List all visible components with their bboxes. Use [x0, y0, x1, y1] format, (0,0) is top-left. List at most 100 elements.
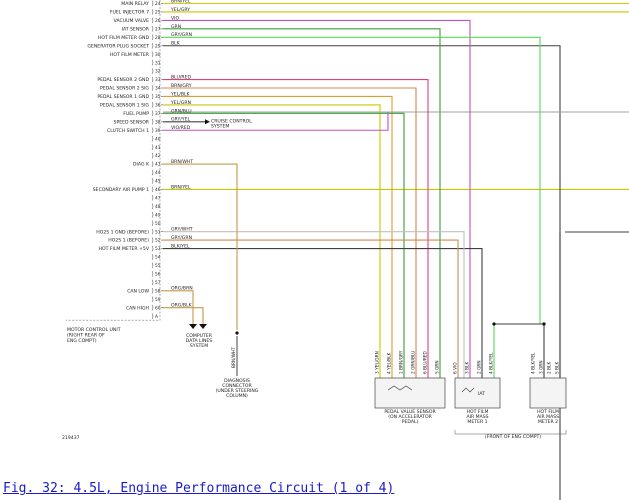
ecm-pin-label: PEDAL SENSOR 1 SIG — [100, 103, 149, 109]
diag-connector-label: COLUMN) — [226, 393, 248, 399]
wire-color-label: VIO — [171, 15, 179, 21]
ecm-pin-bracket — [151, 296, 154, 303]
data-lines-label: SYSTEM — [190, 343, 208, 349]
wire-color-label: GRN — [171, 24, 181, 30]
ecm-pin-label: PEDAL SENSOR 1 GND — [97, 94, 149, 100]
diag-connector-label: DIAGNOSIS — [224, 378, 250, 384]
ecm-pin-number: 25 — [155, 10, 161, 16]
ecm-pin-label: SECONDARY AIR PUMP 1 — [93, 187, 149, 193]
wire-color-label: GRY/YEL — [171, 117, 191, 123]
ecm-pin-number: 57 — [155, 280, 161, 286]
wire-color-label: VIO/RED — [171, 125, 191, 131]
ecm-pin-number: 28 — [155, 35, 161, 41]
ecm-pin-number: 59 — [155, 297, 161, 303]
ecm-pin-number: 39 — [155, 128, 161, 134]
ecm-pin-bracket — [151, 68, 154, 75]
wire-clutch-switch — [163, 112, 389, 131]
hfm2-wire-label: 2 BLK — [547, 362, 553, 374]
ecm-pin-label: HO2S 1 (BEFORE) — [108, 238, 149, 244]
wire-color-label: GRY/WHT — [171, 227, 193, 233]
pedal-wire-label: 3 YEL/GRN — [375, 351, 381, 374]
hot-film-meter-1-label: METER 1 — [467, 419, 487, 425]
splice-dot — [542, 322, 546, 326]
ecm-pin-bracket — [151, 76, 154, 83]
ecm-pin-bracket — [151, 169, 154, 176]
wire-color-label: YEL/GRN — [170, 100, 191, 106]
ecm-pin-number: 51 — [155, 229, 161, 235]
ecm-pin-bracket — [151, 237, 154, 244]
ecm-pin-bracket — [151, 178, 154, 184]
data-lines-label: COMPUTER — [186, 333, 213, 339]
pedal-wire-label: 1 BRN/GRY — [399, 350, 405, 374]
ecm-pin-number: 52 — [155, 238, 161, 244]
wire-color-label: BRN/GRY — [171, 83, 192, 89]
ecm-pin-bracket — [151, 194, 154, 201]
ecm-pin-number: 43 — [155, 162, 161, 168]
ecm-pin-bracket — [151, 144, 154, 151]
wire-layer — [163, 2, 629, 500]
ecm-pin-bracket — [151, 9, 154, 15]
ecm-title: (RIGHT REAR OF — [67, 333, 105, 339]
wire-color-label: BRN/YEL — [171, 0, 191, 4]
wire-color-label: GRN/BLU — [171, 108, 192, 114]
ecm-pin-bracket — [151, 127, 154, 134]
ecm-pin-bracket — [151, 270, 154, 277]
ecm-pin-bracket — [151, 34, 154, 41]
ecm-pin-label: VACUUM VALVE — [114, 18, 149, 24]
hot-film-meter-2-label: METER 2 — [538, 419, 558, 425]
wire-color-label: YEL/BLK — [170, 91, 191, 97]
ecm-pin-number: 35 — [155, 94, 161, 100]
ecm-pin-bracket — [151, 245, 154, 252]
pedal-resistor-icon — [387, 385, 413, 391]
ecm-pin-label: MAIN RELAY — [121, 1, 149, 7]
ecm-pin-number: 48 — [155, 204, 161, 210]
ecm-pin-bracket — [151, 42, 154, 49]
cruise-arrow — [205, 119, 210, 125]
ecm-pin-label: IAT SENSOR — [122, 26, 150, 32]
wire-color-label: YEL/GRY — [170, 7, 190, 13]
ecm-pin-bracket — [151, 211, 154, 218]
ecm-pin-number: 29 — [155, 43, 161, 49]
ecm-pin-number: 55 — [155, 263, 161, 269]
ecm-pin-label: SPEED SENSOR — [114, 119, 150, 125]
ecm-pin-bracket — [151, 0, 154, 7]
ecm-pin-number: 26 — [155, 18, 161, 24]
ecm-pin-bracket — [151, 228, 154, 235]
ecm-pin-number: 32 — [155, 69, 161, 75]
diag-connector-label: CONNECTOR — [222, 383, 252, 389]
wire-color-label: BRN/WHT — [171, 159, 193, 165]
hfm1-wire-label: 2 GRN — [477, 360, 483, 374]
wire-color-label: BLK — [171, 41, 181, 47]
wire-color-label: BLK/YEL — [171, 243, 190, 249]
data-lines-label: DATA LINES — [186, 338, 213, 344]
ecm-pin-bracket — [151, 186, 154, 193]
figure-caption-link[interactable]: Fig. 32: 4.5L, Engine Performance Circui… — [3, 481, 395, 496]
ecm-pin-bracket — [151, 304, 154, 311]
ecm-pin-label: DIAG K — [133, 162, 150, 168]
ecm-title: ENG COMPT) — [67, 338, 97, 344]
wire-ho2s-1-gnd — [163, 231, 465, 378]
hfm1-wire-label: 4 BLK/YEL — [489, 352, 495, 374]
front-of-eng-bracket — [454, 430, 567, 435]
hfm2-wire-label: 5 BLK — [555, 362, 561, 374]
ecm-pin-number: 31 — [155, 60, 161, 66]
wire-hfm-5v — [163, 248, 483, 378]
wire-color-label: GRY/GRN — [171, 235, 192, 241]
wire-color-label: BRN/YEL — [171, 184, 191, 190]
ecm-pin-label: HO2S 1 GND (BEFORE) — [96, 229, 149, 235]
diag-connector-label: (UNDER STEERING — [216, 388, 259, 394]
wire-pedal-1-sig — [163, 104, 381, 378]
ecm-pin-number: 27 — [155, 26, 161, 32]
ecm-pin-label: FUEL INJECTOR 7 — [110, 10, 149, 16]
ecm-pin-label: HOT FILM METER GND — [98, 35, 150, 41]
ecm-pin-bracket — [151, 254, 154, 260]
ecm-pin-bracket — [151, 279, 154, 286]
ecm-pin-label: CLUTCH SWITCH 1 — [107, 128, 149, 134]
ecm-pin-label: HOT FILM METER +5V — [99, 246, 150, 252]
ecm-pin-number: 33 — [155, 77, 161, 83]
hot-film-meter-1 — [454, 377, 501, 409]
ecm-pin-label: PEDAL SENSOR 2 GND — [97, 77, 149, 83]
ecm-pin-number: 46 — [155, 187, 161, 193]
wire-diag-k — [163, 163, 238, 330]
ecm-pin-number: 44 — [155, 170, 161, 176]
